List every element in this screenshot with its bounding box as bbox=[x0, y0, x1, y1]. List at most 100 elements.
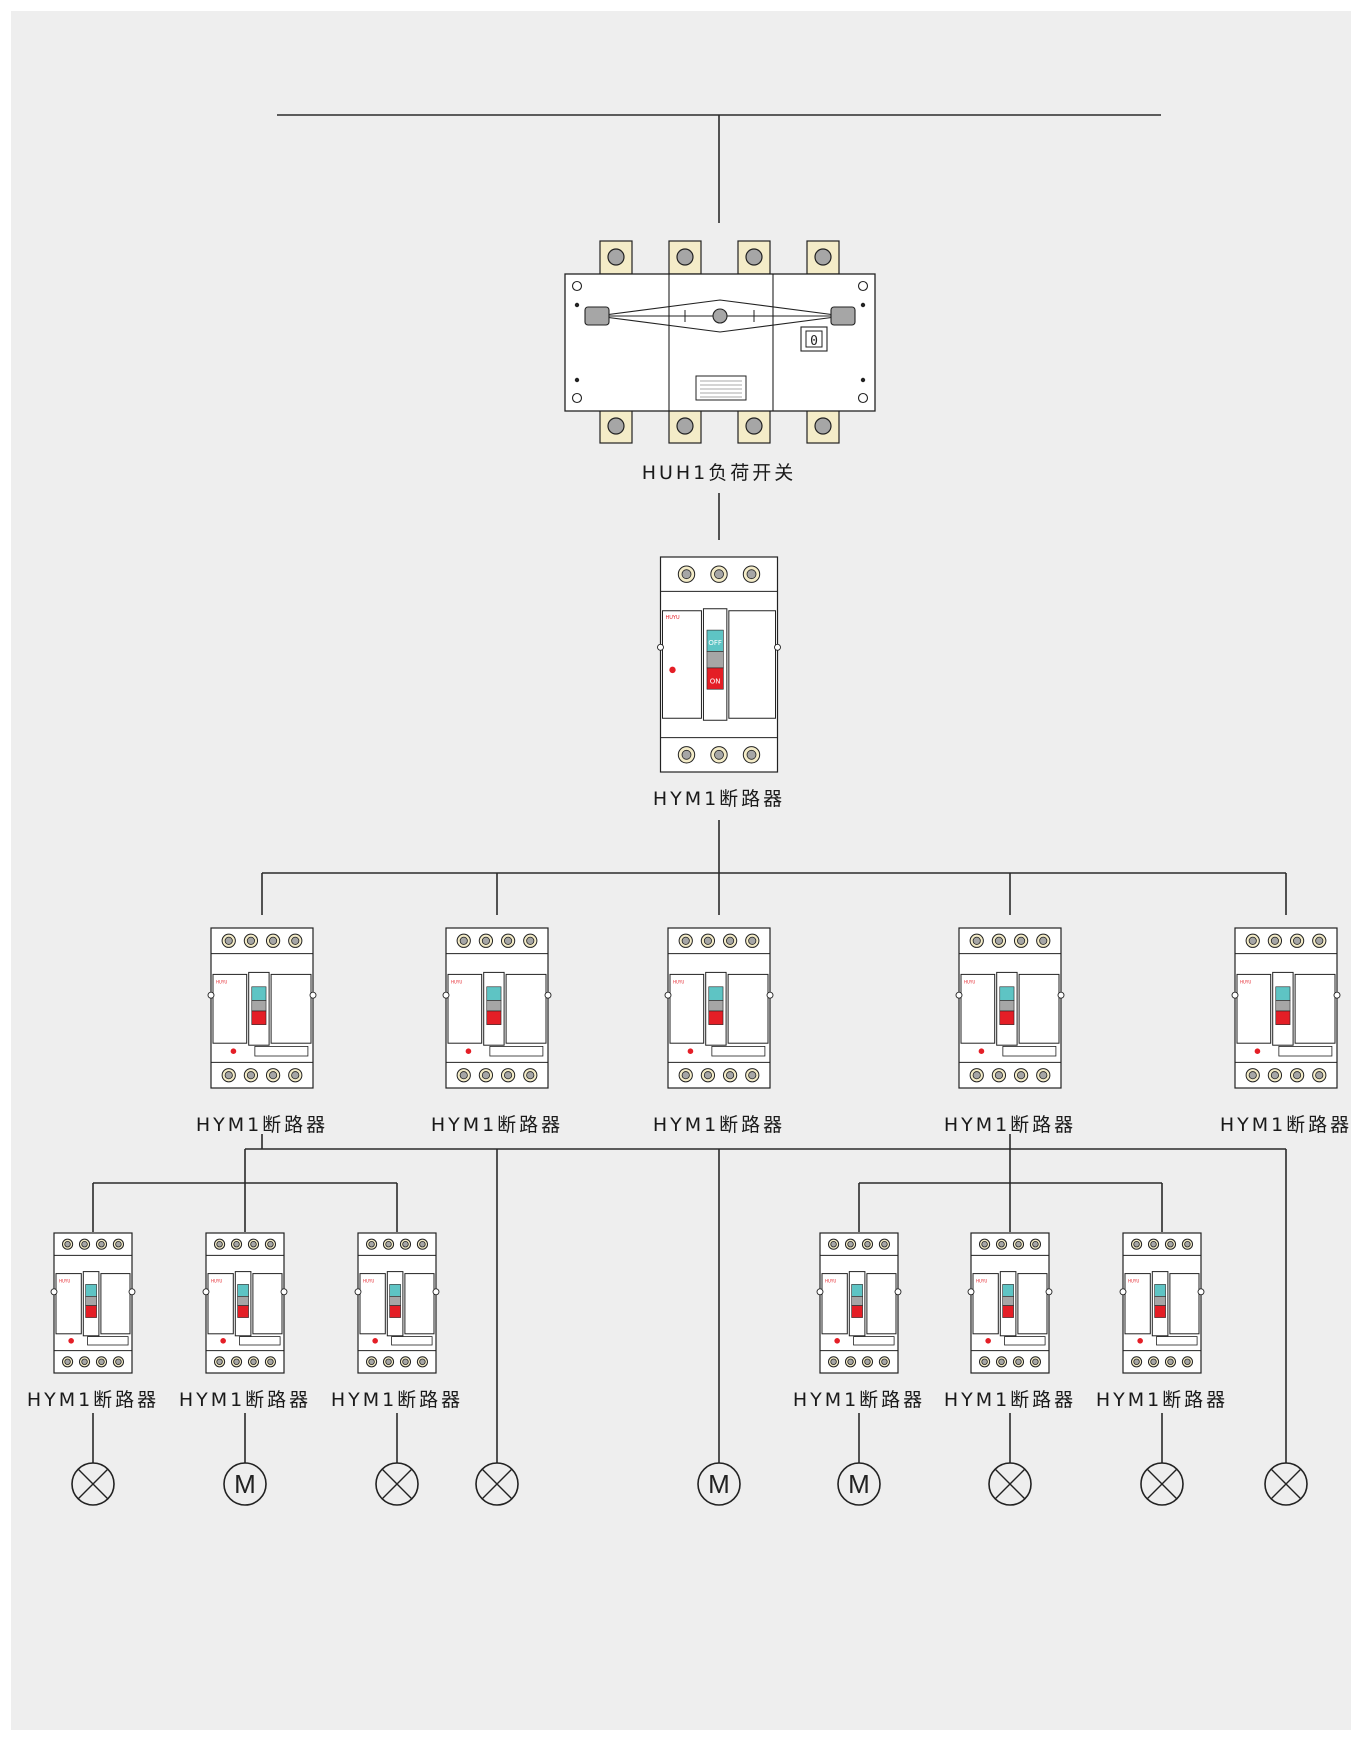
terminal-screw bbox=[981, 1241, 988, 1248]
on-indicator bbox=[1002, 1305, 1014, 1318]
brand-text: HUYU bbox=[211, 1279, 222, 1284]
motor-symbol bbox=[837, 1462, 881, 1506]
terminal-screw bbox=[726, 1071, 735, 1080]
handle bbox=[999, 1000, 1015, 1012]
handle bbox=[389, 1296, 401, 1306]
terminal-screw bbox=[994, 936, 1003, 945]
terminal-screw bbox=[1039, 1071, 1048, 1080]
side-screw bbox=[354, 1288, 362, 1296]
terminal-screw bbox=[681, 569, 692, 580]
wiring bbox=[92, 114, 1287, 1463]
off-indicator bbox=[708, 986, 724, 1001]
terminal-screw bbox=[1315, 1071, 1324, 1080]
load-switch-device: 0 bbox=[564, 240, 876, 444]
terminal-screw bbox=[1015, 1241, 1022, 1248]
terminal-screw bbox=[216, 1241, 223, 1248]
side-screw bbox=[309, 991, 317, 999]
sub-breaker-label: HYM1断路器 bbox=[1096, 1389, 1228, 1411]
rating-plate bbox=[1278, 1046, 1333, 1057]
indicator-light bbox=[1254, 1048, 1261, 1054]
terminal-screw bbox=[726, 936, 735, 945]
right-panel bbox=[1018, 973, 1060, 1044]
terminal-screw bbox=[115, 1358, 122, 1365]
terminal-screw bbox=[745, 417, 763, 435]
terminal-screw bbox=[703, 1071, 712, 1080]
terminal-screw bbox=[1270, 936, 1279, 945]
motor-load: M bbox=[837, 1462, 881, 1506]
lamp-cross bbox=[381, 1468, 413, 1500]
terminal-screw bbox=[814, 248, 832, 266]
terminal-screw bbox=[847, 1241, 854, 1248]
left-panel bbox=[207, 1273, 234, 1335]
terminal-screw bbox=[98, 1241, 105, 1248]
terminal-screw bbox=[676, 248, 694, 266]
terminal-screw bbox=[748, 936, 757, 945]
breaker-device: HUYU bbox=[50, 1232, 136, 1374]
terminal-screw bbox=[607, 248, 625, 266]
handle bbox=[251, 1000, 267, 1012]
handle bbox=[1154, 1296, 1166, 1306]
indicator-light bbox=[230, 1048, 237, 1054]
side-screw bbox=[774, 643, 781, 651]
terminal-screw bbox=[1167, 1241, 1174, 1248]
terminal-screw bbox=[1184, 1358, 1191, 1365]
motor-text: M bbox=[234, 1469, 256, 1499]
terminal-screw bbox=[526, 1071, 535, 1080]
brand-text: HUYU bbox=[673, 979, 684, 984]
breaker-device: HUYU bbox=[442, 927, 552, 1089]
terminal-screw bbox=[703, 936, 712, 945]
terminal-screw bbox=[385, 1358, 392, 1365]
brand-text: HUYU bbox=[976, 1279, 987, 1284]
terminal-screw bbox=[1270, 1071, 1279, 1080]
lamp-cross bbox=[1146, 1468, 1178, 1500]
side-screw bbox=[207, 991, 215, 999]
sub-breaker-label: HYM1断路器 bbox=[27, 1389, 159, 1411]
terminal-screw bbox=[368, 1241, 375, 1248]
terminal-screw bbox=[1039, 936, 1048, 945]
terminal-screw bbox=[972, 936, 981, 945]
right-panel bbox=[100, 1273, 131, 1335]
right-panel bbox=[1294, 973, 1336, 1044]
lamp-cross bbox=[994, 1468, 1026, 1500]
terminal-screw bbox=[681, 936, 690, 945]
lamp-load bbox=[988, 1462, 1032, 1506]
on-text: ON bbox=[710, 677, 721, 685]
branch-breaker-label: HYM1断路器 bbox=[431, 1114, 563, 1136]
off-text: OFF bbox=[708, 639, 722, 647]
terminal-screw bbox=[267, 1358, 274, 1365]
side-screw bbox=[432, 1288, 440, 1296]
terminal-screw bbox=[291, 936, 300, 945]
terminal-screw bbox=[1248, 1071, 1257, 1080]
side-screw bbox=[1057, 991, 1065, 999]
right-panel bbox=[728, 610, 776, 719]
handle bbox=[851, 1296, 863, 1306]
terminal-screw bbox=[1167, 1358, 1174, 1365]
rating-plate bbox=[239, 1336, 281, 1346]
off-indicator bbox=[237, 1284, 249, 1297]
indicator-light bbox=[372, 1338, 378, 1344]
left-panel bbox=[662, 610, 702, 719]
handle bbox=[708, 1000, 724, 1012]
terminal-screw bbox=[881, 1358, 888, 1365]
brand-text: HUYU bbox=[666, 615, 680, 621]
lamp-cross bbox=[77, 1468, 109, 1500]
breaker-device: OFF ON HUYU bbox=[657, 556, 781, 773]
left-panel bbox=[1124, 1273, 1151, 1335]
off-indicator bbox=[1154, 1284, 1166, 1297]
brand-text: HUYU bbox=[216, 979, 227, 984]
indicator-light bbox=[465, 1048, 472, 1054]
handle bbox=[486, 1000, 502, 1012]
rating-plate bbox=[711, 1046, 766, 1057]
terminal-screw bbox=[714, 749, 724, 760]
on-indicator bbox=[1275, 1010, 1291, 1025]
rating-plate bbox=[1004, 1336, 1046, 1346]
brand-text: HUYU bbox=[59, 1279, 70, 1284]
terminal-screw bbox=[681, 749, 692, 760]
terminal-screw bbox=[998, 1358, 1005, 1365]
rating-plate bbox=[1156, 1336, 1198, 1346]
side-screw bbox=[1333, 991, 1341, 999]
rating-plate bbox=[1002, 1046, 1057, 1057]
side-screw bbox=[1197, 1288, 1205, 1296]
breaker-device: HUYU bbox=[1119, 1232, 1205, 1374]
